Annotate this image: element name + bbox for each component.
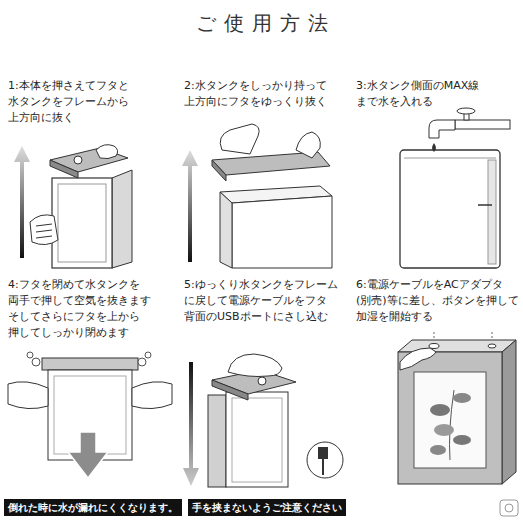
step6-illustration-part <box>450 390 455 460</box>
step1-illustration-part <box>50 160 78 178</box>
step-caption: 2:水タンクをしっかり持って 上方向にフタをゆっくり抜く <box>184 78 352 110</box>
step3-illustration-part <box>488 160 496 264</box>
page-title: ご使用方法 <box>196 10 336 37</box>
step3-illustration <box>400 108 510 268</box>
step1-illustration-part <box>52 178 112 268</box>
step4-illustration-part <box>68 432 108 478</box>
step5-illustration-part <box>208 395 226 487</box>
step3-illustration-part <box>457 108 475 114</box>
step4-illustration-part <box>138 358 146 366</box>
down-arrow-part <box>189 362 193 470</box>
up-arrow-part <box>14 146 30 162</box>
step5-illustration-part <box>322 459 324 475</box>
step1-illustration-part <box>96 145 118 159</box>
step6-illustration-part <box>430 404 450 416</box>
step4-illustration-part <box>145 352 151 358</box>
step5-illustration-part <box>212 380 248 400</box>
step5-illustration-part <box>228 354 282 377</box>
step3-illustration-part <box>400 150 500 268</box>
step6-illustration-part <box>414 372 486 468</box>
step6-illustration-part <box>502 340 516 484</box>
step4-illustration-part <box>132 382 172 409</box>
up-arrow-part <box>182 150 198 166</box>
step5-illustration-part <box>258 377 266 385</box>
step2-illustration-part <box>212 160 226 181</box>
camera-icon-part <box>505 504 513 512</box>
step1-illustration-part <box>74 156 82 164</box>
down-arrow-part <box>183 468 199 486</box>
down-arrow <box>183 362 199 486</box>
step-caption: 5:ゆっくり水タンクをフレーム に戻して電源ケーブルをフタ 背面のUSBポートに… <box>184 277 352 325</box>
step3-illustration-part <box>432 143 436 152</box>
step6-illustration-part <box>400 348 436 370</box>
step6-illustration-part <box>434 424 454 436</box>
warning-banner: 手を挟まないようご注意ください <box>188 499 346 516</box>
step3-illustration-part <box>404 158 496 159</box>
up-arrow-part <box>20 160 24 258</box>
step5-illustration-part <box>226 392 288 487</box>
step2-illustration-part <box>296 132 320 158</box>
step4-illustration-part <box>27 352 33 358</box>
step4-illustration <box>8 352 172 478</box>
step3-illustration-part <box>429 120 455 138</box>
step5-illustration <box>183 354 343 487</box>
step6-illustration-part <box>488 344 496 348</box>
step2-illustration-part <box>232 196 332 268</box>
step4-illustration-part <box>42 358 138 370</box>
up-arrow <box>182 150 198 262</box>
up-arrow-part <box>188 164 192 262</box>
step-caption: 1:本体を押さえてフタと 水タンクをフレームから 上方向に抜く <box>8 78 176 126</box>
step1-illustration-part <box>30 215 58 245</box>
up-arrow <box>14 146 30 258</box>
step3-illustration-part <box>478 204 492 206</box>
step6-illustration <box>398 332 516 484</box>
step6-illustration-part <box>453 393 471 403</box>
step-caption: 4:フタを閉めて水タンクを 両手で押して空気を抜きます そしてさらにフタを上から… <box>8 277 176 341</box>
step1-illustration-part <box>112 170 132 268</box>
warning-banner: 倒れた時に水が漏れにくくなります。 <box>4 499 182 516</box>
step4-illustration-part <box>8 382 48 409</box>
step3-illustration-part <box>455 120 510 129</box>
step1-illustration-part <box>36 224 52 238</box>
step2-illustration-part <box>220 124 259 154</box>
step2-illustration <box>182 124 332 268</box>
step2-illustration-part <box>220 192 232 268</box>
step4-illustration-part <box>32 358 40 366</box>
step6-illustration-part <box>430 445 446 455</box>
warning-text: 倒れた時に水が漏れにくくなります。 <box>8 501 178 514</box>
step6-illustration-part <box>398 352 502 484</box>
step5-illustration-part <box>318 447 328 459</box>
step5-illustration-part <box>232 398 282 482</box>
step6-illustration-part <box>453 435 471 445</box>
warning-text: 手を挟まないようご注意ください <box>192 501 342 514</box>
step1-illustration-part <box>58 184 106 262</box>
camera-icon <box>500 500 518 516</box>
step-caption: 6:電源ケーブルをACアダプタ (別売)等に差し、ボタンを押して 加湿を開始する <box>356 277 520 325</box>
step5-illustration-part <box>307 442 343 478</box>
step1-illustration <box>14 145 132 268</box>
camera-icon-part <box>500 500 518 516</box>
step-caption: 3:水タンク側面のMAX線 まで水を入れる <box>356 78 520 110</box>
